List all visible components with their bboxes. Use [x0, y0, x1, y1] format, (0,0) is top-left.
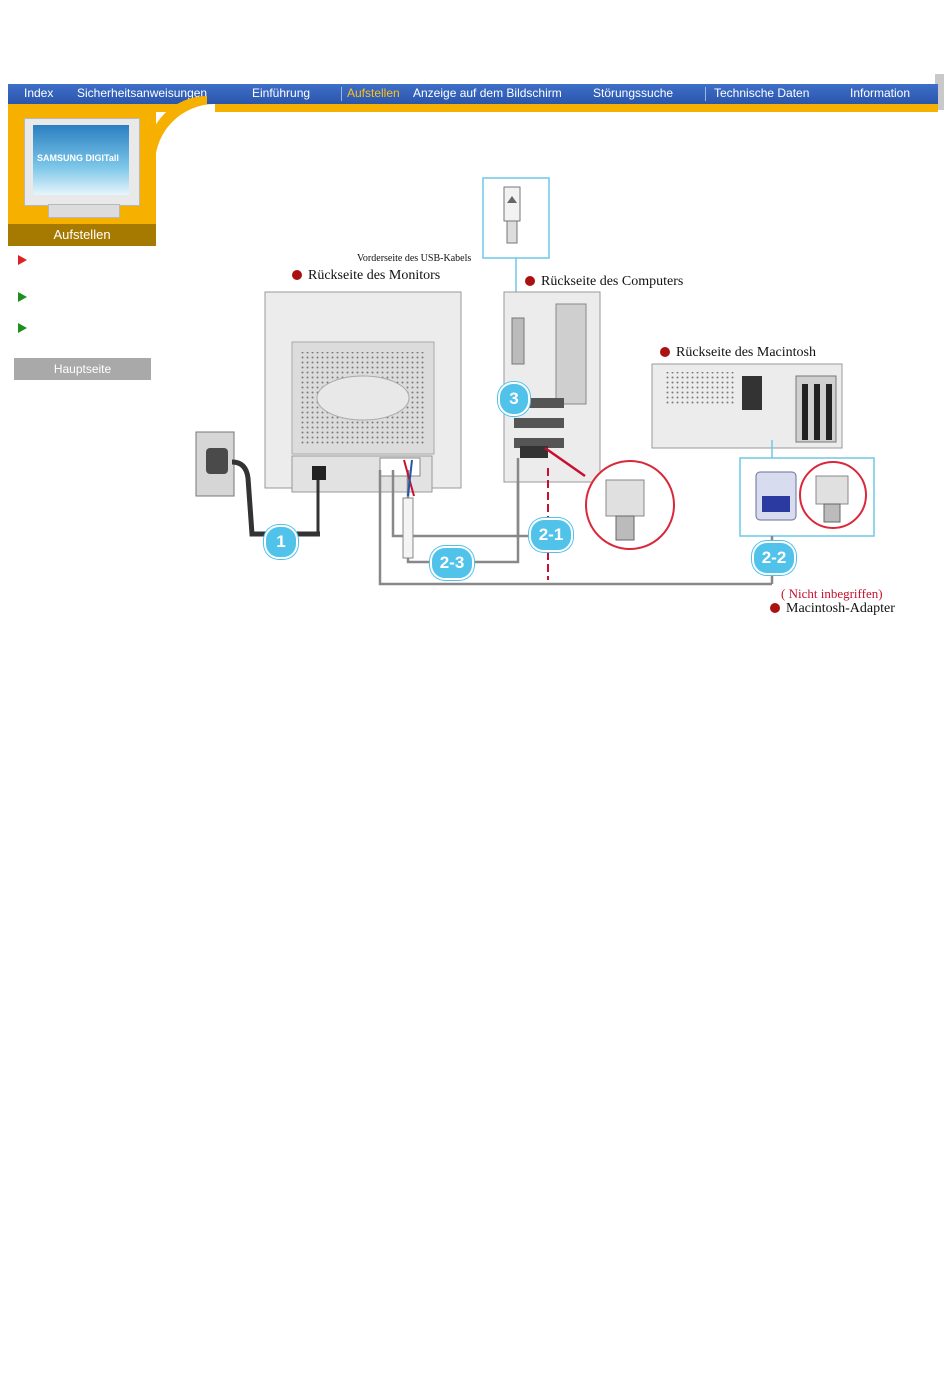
nav-information[interactable]: Information [850, 86, 911, 100]
scrollbar-stub[interactable] [935, 74, 944, 110]
step-badge-1: 1 [264, 525, 298, 559]
connection-diagram [195, 177, 875, 586]
bullet-icon [660, 347, 670, 357]
bullet-icon [770, 603, 780, 613]
brand-logo: SAMSUNG DIGITall [37, 153, 119, 163]
nav-specifications[interactable]: Technische Daten [714, 86, 810, 100]
nav-osd[interactable]: Anzeige auf dem Bildschirm [413, 86, 562, 100]
top-navigation: Index Sicherheitsanweisungen Einführung … [8, 84, 938, 105]
yellow-header-bar [8, 104, 938, 112]
usb-front-label: Vorderseite des USB-Kabels [357, 253, 472, 264]
mac-adapter-label: Macintosh-Adapter [770, 601, 895, 617]
mac-adapter-text: Macintosh-Adapter [786, 601, 895, 616]
monitor-screen: SAMSUNG DIGITall [33, 125, 129, 195]
step-badge-2-2: 2-2 [752, 541, 796, 575]
nav-separator [341, 87, 342, 101]
step-badge-2-1: 2-1 [529, 518, 573, 552]
computer-back-text: Rückseite des Computers [541, 274, 684, 289]
home-button[interactable]: Hauptseite [14, 358, 151, 380]
nav-index[interactable]: Index [24, 86, 54, 100]
step-badge-2-3: 2-3 [430, 546, 474, 580]
step-badge-3: 3 [498, 382, 530, 416]
macintosh-back-text: Rückseite des Macintosh [676, 345, 816, 360]
monitor-stand [48, 204, 120, 218]
computer-back-label: Rückseite des Computers [525, 274, 683, 290]
monitor-icon: SAMSUNG DIGITall [24, 118, 140, 206]
nav-separator [705, 87, 706, 101]
monitor-back-text: Rückseite des Monitors [308, 268, 441, 283]
nav-safety[interactable]: Sicherheitsanweisungen [77, 86, 208, 100]
section-thumbnail: SAMSUNG DIGITall [8, 112, 156, 224]
nav-introduction[interactable]: Einführung [252, 86, 311, 100]
nav-troubleshooting[interactable]: Störungssuche [593, 86, 674, 100]
nav-setup[interactable]: Aufstellen [347, 86, 400, 100]
arrow-right-icon[interactable] [18, 323, 27, 333]
bullet-icon [525, 276, 535, 286]
not-included-label: ( Nicht inbegriffen) [781, 586, 883, 601]
bullet-icon [292, 270, 302, 280]
macintosh-back-label: Rückseite des Macintosh [660, 345, 816, 361]
arrow-right-icon[interactable] [18, 255, 27, 265]
arrow-right-icon[interactable] [18, 292, 27, 302]
section-label: Aufstellen [8, 224, 156, 246]
monitor-back-label: Rückseite des Monitors [292, 268, 440, 284]
